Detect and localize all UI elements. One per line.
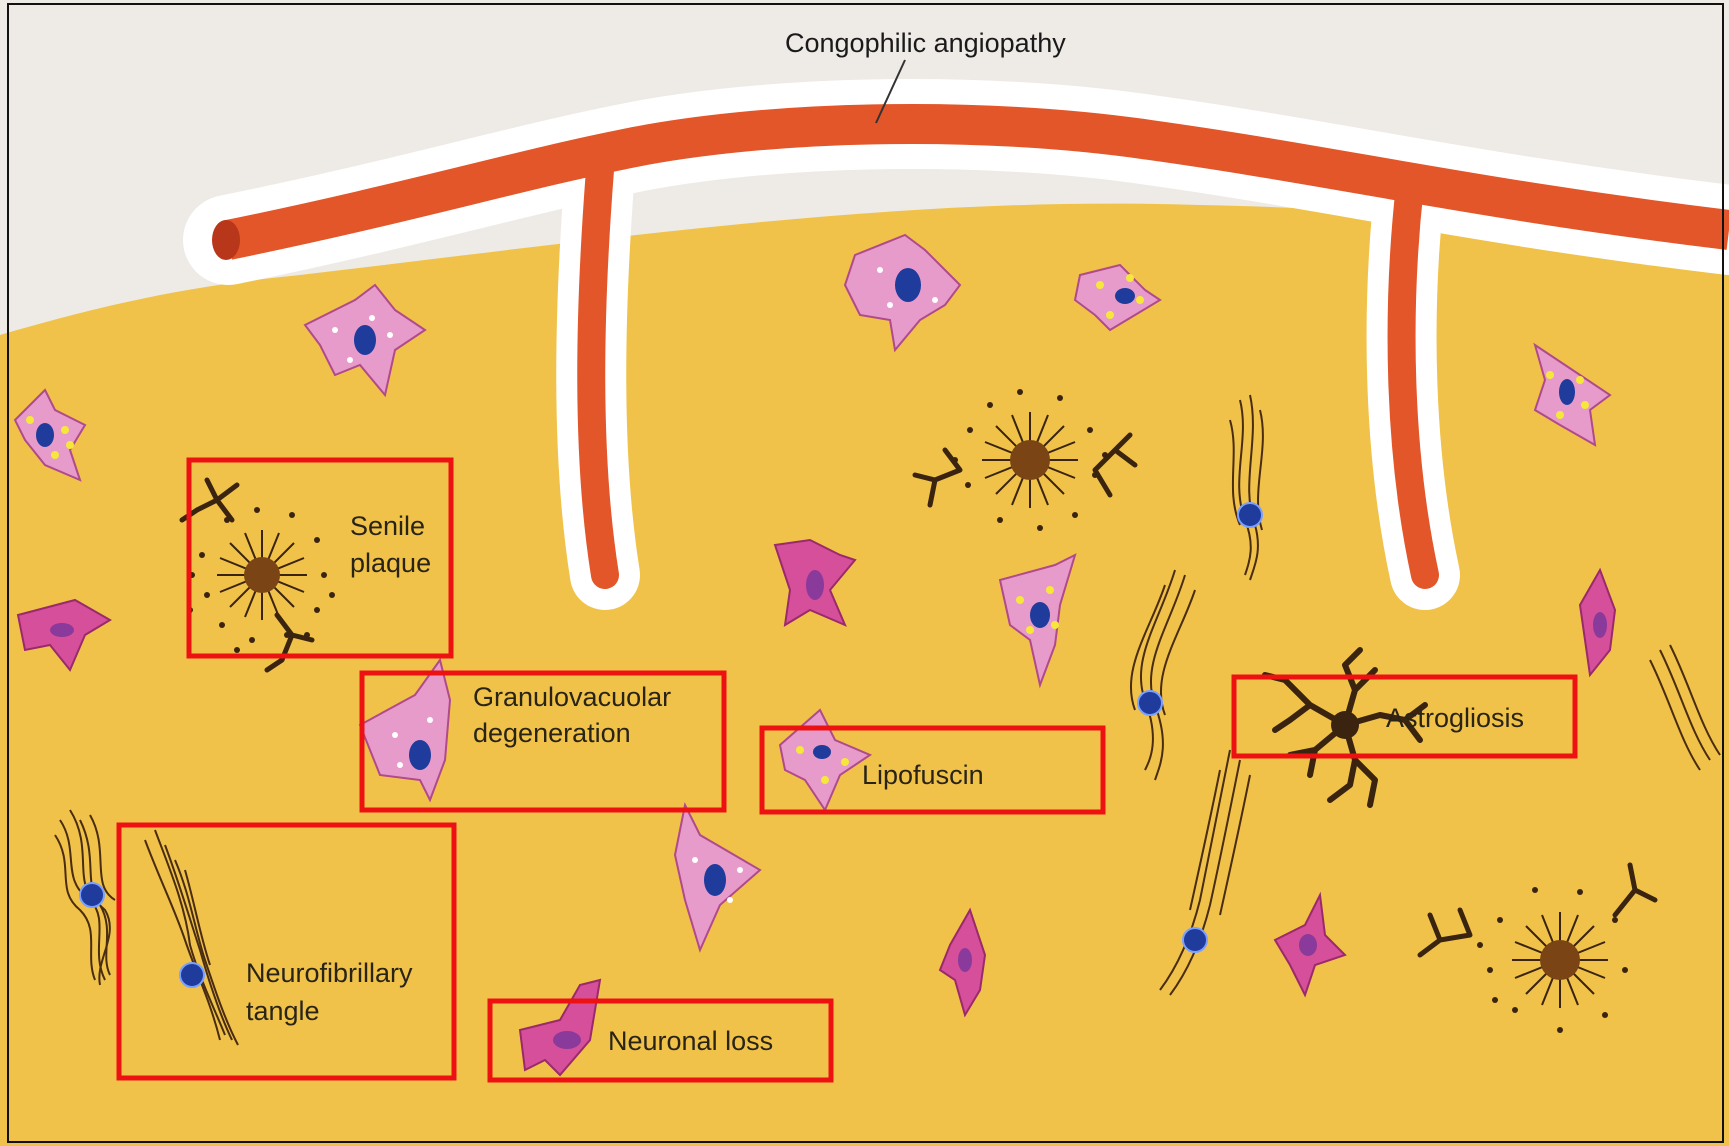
title-label: Congophilic angiopathy (785, 28, 1066, 58)
label-lipofuscin: Lipofuscin (862, 760, 984, 790)
label-astrogliosis: Astrogliosis (1386, 703, 1524, 733)
label-neuronal-loss: Neuronal loss (608, 1026, 773, 1056)
